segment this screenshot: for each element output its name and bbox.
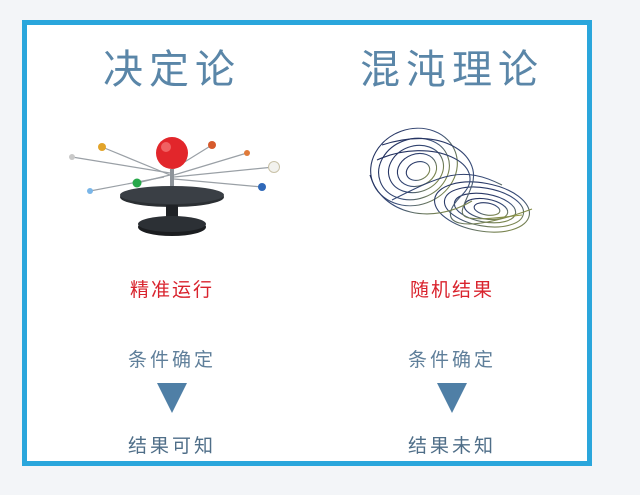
determinism-conclusion: 结果可知 bbox=[127, 435, 216, 457]
chaos-column: 混沌理论 bbox=[317, 25, 587, 461]
determinism-title: 决定论 bbox=[103, 47, 241, 93]
chaos-result: 随机结果 bbox=[409, 279, 494, 301]
chaos-conclusion: 结果未知 bbox=[407, 435, 496, 457]
diagram-frame: 决定论 bbox=[22, 20, 592, 466]
determinism-condition: 条件确定 bbox=[127, 349, 216, 371]
down-arrow-icon bbox=[437, 383, 467, 413]
determinism-result: 精准运行 bbox=[129, 279, 214, 301]
chaos-title: 混沌理论 bbox=[360, 47, 544, 93]
determinism-column: 决定论 bbox=[37, 25, 307, 461]
lorenz-attractor-icon bbox=[369, 127, 533, 233]
chaos-condition: 条件确定 bbox=[407, 349, 496, 371]
down-arrow-icon bbox=[157, 383, 187, 413]
orrery-icon bbox=[69, 137, 280, 236]
